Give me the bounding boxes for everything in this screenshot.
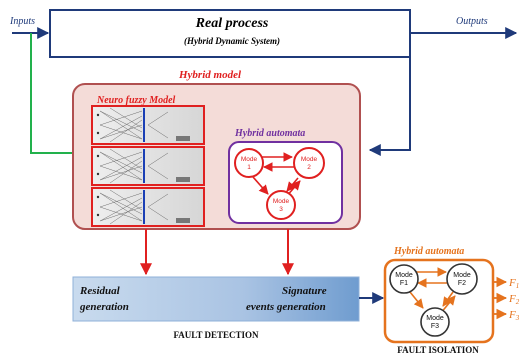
mode-1-node: Mode 1	[234, 148, 264, 178]
mode-2-line1: Mode	[301, 156, 318, 163]
hybrid-automata-title: Hybrid automata	[234, 128, 305, 139]
mode-3-line1: Mode	[273, 198, 290, 205]
svg-text:F2: F2	[508, 293, 520, 306]
svg-text:F3: F3	[508, 309, 520, 322]
mode-3-line2: 3	[279, 206, 283, 213]
inputs-label: Inputs	[9, 16, 35, 27]
mode-1-line2: 1	[247, 164, 251, 171]
mode-f2-line1: Mode	[453, 272, 471, 279]
neuro-fuzzy-title: Neuro fuzzy Model	[96, 95, 176, 106]
mode-f1-line1: Mode	[395, 272, 413, 279]
isolation-automata-title: Hybrid automata	[393, 246, 464, 257]
inputs-to-model-arrow	[30, 33, 91, 159]
real-process-subtitle: (Hybrid Dynamic System)	[184, 36, 280, 46]
real-process-box	[49, 9, 411, 58]
mode-f2-node: Mode F2	[446, 263, 478, 295]
fault-f1-label: F1	[508, 277, 519, 290]
fault-f2-label: F2	[508, 293, 520, 306]
mode-f3-node: Mode F3	[420, 307, 450, 337]
mode-2-line2: 2	[307, 164, 311, 171]
fault-detection-caption: FAULT DETECTION	[173, 330, 259, 340]
nf-block-3	[91, 187, 205, 227]
fault-detection-box	[72, 276, 360, 322]
neuro-fuzzy-model	[91, 105, 205, 227]
signature-line1: Signature	[282, 285, 327, 297]
mode-f1-line2: F1	[400, 280, 408, 287]
residual-line1: Residual	[79, 285, 121, 297]
svg-text:F1: F1	[508, 277, 519, 290]
mode-2-node: Mode 2	[293, 147, 325, 179]
mode-f3-line1: Mode	[426, 315, 444, 322]
mode-1-line1: Mode	[241, 156, 258, 163]
signature-line2: events generation	[246, 301, 326, 313]
fault-f3-label: F3	[508, 309, 520, 322]
hybrid-model-title: Hybrid model	[178, 69, 242, 81]
outputs-label: Outputs	[456, 16, 488, 27]
nf-block-2	[91, 146, 205, 186]
mode-f3-line2: F3	[431, 323, 439, 330]
mode-3-node: Mode 3	[266, 190, 296, 220]
fault-isolation-caption: FAULT ISOLATION	[397, 345, 479, 355]
mode-f2-line2: F2	[458, 280, 466, 287]
real-process-title: Real process	[195, 16, 269, 31]
outputs-to-model-arrow	[368, 33, 411, 156]
mode-f1-node: Mode F1	[389, 264, 419, 294]
residual-line2: generation	[79, 301, 129, 313]
nf-block-1	[91, 105, 205, 145]
